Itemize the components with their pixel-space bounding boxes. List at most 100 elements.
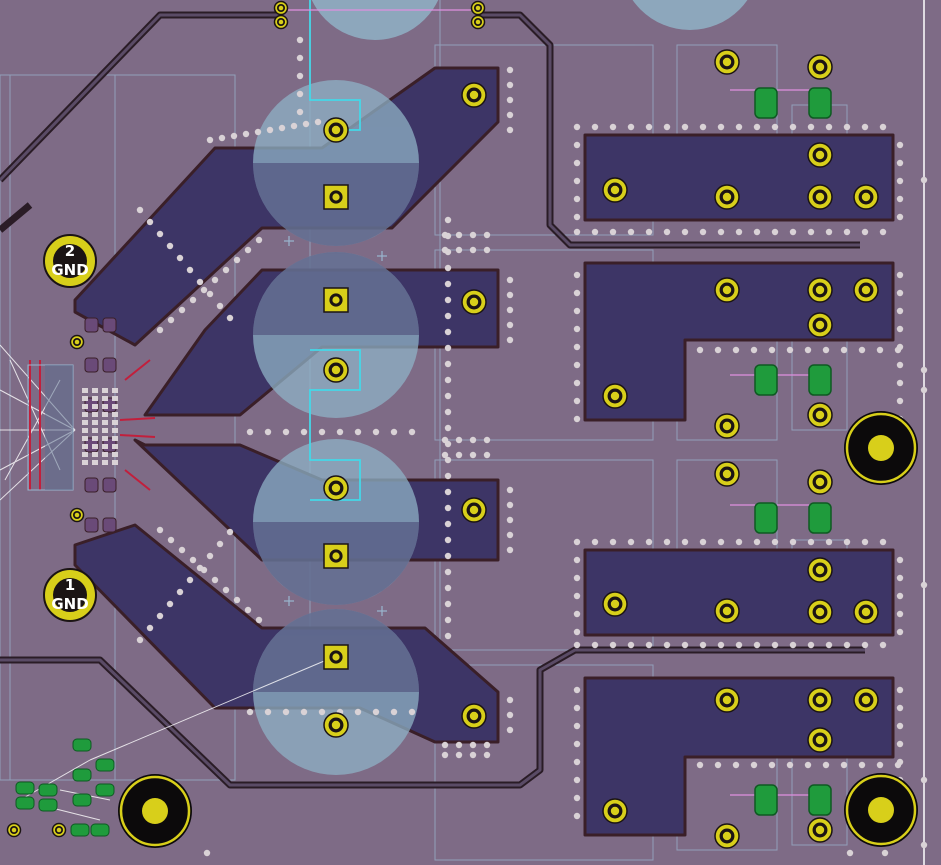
- via: [246, 428, 254, 436]
- smd-component-pad: [754, 87, 778, 119]
- via: [506, 126, 514, 134]
- via: [573, 379, 581, 387]
- via: [314, 118, 322, 126]
- via: [506, 111, 514, 119]
- bga-pin: [112, 444, 118, 449]
- via: [881, 849, 889, 857]
- via: [861, 641, 869, 649]
- via: [786, 761, 794, 769]
- via: [216, 302, 224, 310]
- via: [681, 641, 689, 649]
- via: [896, 271, 904, 279]
- smd-pad: [15, 781, 35, 795]
- via: [203, 849, 211, 857]
- via: [896, 704, 904, 712]
- via: [840, 346, 848, 354]
- via: [444, 568, 452, 576]
- via: [573, 722, 581, 730]
- via: [390, 708, 398, 716]
- bga-pin: [112, 420, 118, 425]
- via: [441, 451, 449, 459]
- via: [573, 610, 581, 618]
- via: [444, 424, 452, 432]
- via: [444, 520, 452, 528]
- via: [178, 306, 186, 314]
- via: [896, 628, 904, 636]
- via: [750, 346, 758, 354]
- via: [200, 286, 208, 294]
- bga-pin: [82, 396, 88, 401]
- via: [735, 228, 743, 236]
- via: [573, 704, 581, 712]
- pad-center: [331, 125, 341, 135]
- via: [455, 451, 463, 459]
- smd-component-pad: [808, 364, 832, 396]
- via: [920, 581, 928, 589]
- via: [390, 428, 398, 436]
- pad-center: [722, 469, 732, 479]
- via: [591, 641, 599, 649]
- via: [444, 504, 452, 512]
- via: [444, 216, 452, 224]
- via: [441, 751, 449, 759]
- mounting-hole-right-bottom[interactable]: [844, 773, 918, 847]
- connector-pad: [102, 517, 117, 533]
- bga-pin: [92, 444, 98, 449]
- via: [825, 641, 833, 649]
- pad-center: [815, 410, 825, 420]
- bga-pin: [92, 420, 98, 425]
- mounting-hole-bottom-left[interactable]: [118, 774, 192, 848]
- via: [483, 741, 491, 749]
- via: [246, 708, 254, 716]
- cyan-traces: [309, 0, 361, 501]
- via: [266, 126, 274, 134]
- mounting-hole-right-mid[interactable]: [844, 411, 918, 485]
- gnd-2-number: 2: [65, 242, 75, 260]
- connector-pad: [102, 477, 117, 493]
- pad-center: [861, 192, 871, 202]
- via: [753, 538, 761, 546]
- via: [469, 246, 477, 254]
- via: [717, 228, 725, 236]
- bga-pin: [82, 436, 88, 441]
- via: [230, 132, 238, 140]
- gnd-test-point-2[interactable]: 2 GND: [43, 234, 97, 288]
- bga-pin: [92, 396, 98, 401]
- via: [879, 538, 887, 546]
- gnd-test-point-1[interactable]: 1 GND: [43, 568, 97, 622]
- via: [714, 346, 722, 354]
- via: [483, 436, 491, 444]
- bga-pin: [82, 420, 88, 425]
- via: [825, 538, 833, 546]
- via: [206, 136, 214, 144]
- pad-center: [722, 695, 732, 705]
- via: [444, 360, 452, 368]
- via: [573, 758, 581, 766]
- via: [696, 346, 704, 354]
- via: [663, 538, 671, 546]
- via: [506, 96, 514, 104]
- via: [444, 488, 452, 496]
- via: [681, 228, 689, 236]
- bga-pin: [102, 452, 108, 457]
- via: [645, 538, 653, 546]
- via: [216, 540, 224, 548]
- via: [167, 536, 175, 544]
- via: [444, 232, 452, 240]
- via: [876, 761, 884, 769]
- via: [469, 231, 477, 239]
- smd-pad: [38, 798, 58, 812]
- via: [591, 228, 599, 236]
- via: [506, 276, 514, 284]
- bga-pin: [102, 412, 108, 417]
- via: [189, 556, 197, 564]
- via: [714, 761, 722, 769]
- via: [663, 123, 671, 131]
- via: [455, 231, 463, 239]
- via: [218, 134, 226, 142]
- via: [627, 123, 635, 131]
- via: [444, 392, 452, 400]
- bga-pin: [82, 460, 88, 465]
- pour-right-3: [583, 548, 895, 637]
